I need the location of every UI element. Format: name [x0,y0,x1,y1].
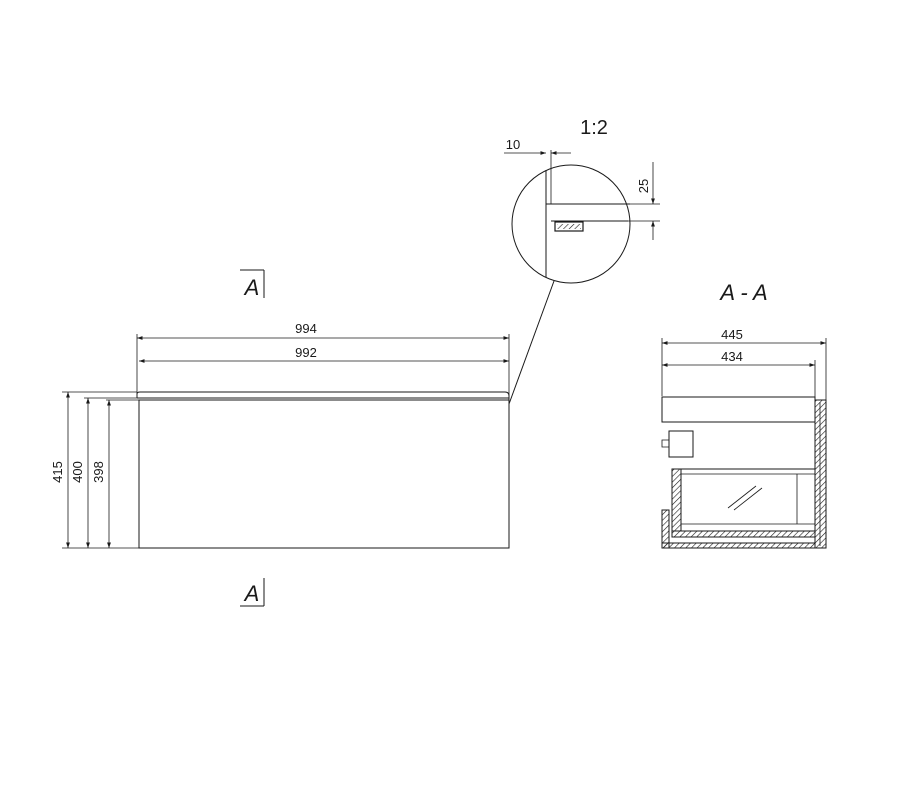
height-front-label: 398 [91,461,106,483]
section-base [661,542,816,549]
detail-scale-label: 1:2 [580,117,608,139]
glass-mark-1 [727,485,757,509]
section-marker-bottom-label: A [243,581,260,606]
depth-outer-label: 445 [721,327,743,342]
front-view: 994 992 415 400 398 [50,321,510,549]
detail-leader-line [508,280,555,405]
detail-depth-label: 25 [636,179,651,193]
detail-view: 10 25 1:2 [504,117,660,405]
detail-gap-label: 10 [506,137,520,152]
height-body-label: 400 [70,461,85,483]
top-plate-outline [136,391,510,400]
detail-circle [511,164,631,284]
section-rear-bracket [668,430,694,458]
section-marker-top-label: A [243,275,260,300]
front-panel [138,399,510,549]
section-drawer-side [671,468,682,532]
depth-inner-label: 434 [721,349,743,364]
section-view: A - A 445 434 [661,280,827,549]
width-inner-label: 992 [295,345,317,360]
height-total-label: 415 [50,461,65,483]
section-marker-top: A [240,269,265,300]
section-back-wall [661,509,670,549]
section-drawer-bottom [671,530,816,538]
section-top-plate [661,396,816,423]
section-marker-bottom: A [240,578,265,607]
section-front-panel [814,399,827,549]
width-outer-label: 994 [295,321,317,336]
glass-mark-2 [733,487,763,511]
section-view-title: A - A [718,280,767,305]
section-drawer-box [671,468,816,532]
